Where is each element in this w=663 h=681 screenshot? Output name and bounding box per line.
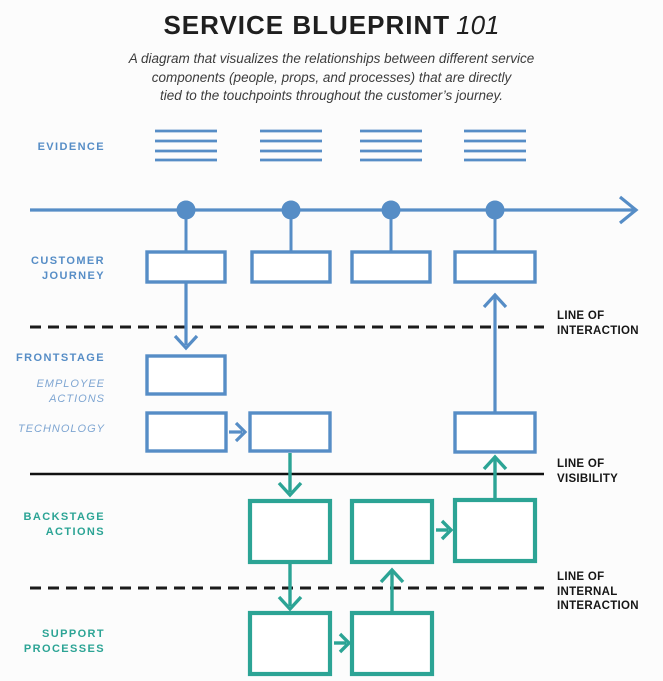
page-subtitle: A diagram that visualizes the relationsh… — [0, 50, 663, 106]
customer-journey-box-3 — [350, 250, 432, 284]
arrow-support-to-backstage — [379, 567, 405, 612]
arrow-backstage-to-technology — [482, 454, 508, 499]
page-title-numeral: 101 — [456, 10, 500, 40]
backstage-box-2 — [349, 498, 435, 565]
technology-box-1 — [145, 411, 228, 453]
arrow-technology-to-journey — [482, 292, 508, 412]
lane-label-frontstage: FRONTSTAGE — [16, 352, 105, 364]
page-title-text: SERVICE BLUEPRINT — [163, 10, 451, 40]
lane-sublabel-employee-actions: EMPLOYEE ACTIONS — [36, 378, 105, 405]
technology-box-3 — [453, 411, 537, 454]
technology-box-2 — [248, 411, 332, 453]
employee-actions-box — [145, 354, 227, 396]
subtitle-line-3: tied to the touchpoints throughout the c… — [160, 88, 503, 103]
separator-label-line-of-internal-interaction: LINE OF INTERNAL INTERACTION — [557, 571, 639, 612]
separator-label-line-of-visibility: LINE OF VISIBILITY — [557, 458, 619, 485]
arrow-technology-1-to-2 — [229, 421, 248, 443]
evidence-lines-icon — [155, 129, 526, 162]
backstage-box-3 — [452, 497, 538, 564]
separator-label-line-of-interaction: LINE OF INTERACTION — [557, 310, 639, 337]
customer-journey-box-2 — [250, 250, 332, 284]
arrow-journey-to-frontstage — [173, 283, 199, 351]
arrow-backstage-2-to-3 — [436, 519, 454, 541]
subtitle-line-2: components (people, props, and processes… — [151, 69, 512, 85]
lane-label-backstage-actions: BACKSTAGE ACTIONS — [23, 511, 105, 538]
lane-sublabel-technology: TECHNOLOGY — [17, 423, 105, 435]
arrow-technology-to-backstage — [277, 453, 303, 498]
lane-label-customer-journey: CUSTOMER JOURNEY — [31, 255, 105, 282]
subtitle-line-1: A diagram that visualizes the relationsh… — [128, 51, 535, 66]
arrow-support-1-to-2 — [334, 632, 352, 654]
lane-label-support-processes: SUPPORT PROCESSES — [23, 628, 105, 655]
customer-journey-box-1 — [145, 250, 227, 284]
support-box-2 — [349, 610, 435, 677]
support-box-1 — [247, 610, 333, 677]
journey-timeline-arrow — [30, 195, 639, 252]
backstage-box-1 — [247, 498, 333, 565]
lane-label-evidence: EVIDENCE — [37, 141, 105, 153]
customer-journey-box-4 — [453, 250, 537, 284]
arrow-backstage-to-support — [277, 563, 303, 612]
